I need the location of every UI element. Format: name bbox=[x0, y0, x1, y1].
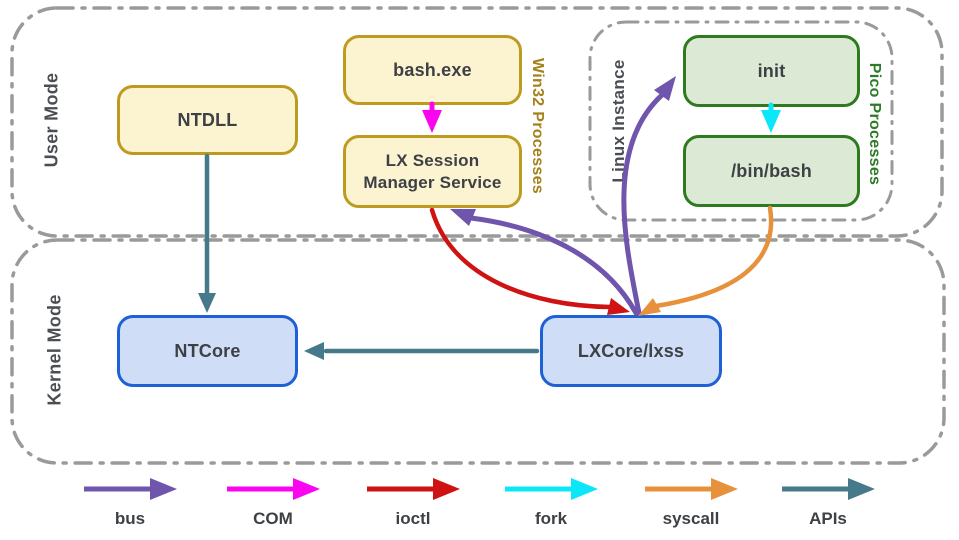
legend-label-ioctl: ioctl bbox=[395, 509, 431, 528]
node-lxcore: LXCore/lxss bbox=[540, 315, 722, 387]
legend-label-syscall: syscall bbox=[662, 509, 720, 528]
legend-label-com: COM bbox=[253, 509, 293, 528]
arrowhead-ioctl-lxcore bbox=[607, 298, 630, 315]
node-ntdll-label: NTDLL bbox=[177, 109, 238, 130]
syscall-arrow-icon bbox=[645, 478, 738, 500]
user-mode-label: User Mode bbox=[41, 72, 62, 168]
arrowhead-bus-lxsms bbox=[450, 209, 476, 226]
edge-ioctl-lxsms-to-lxcore bbox=[429, 207, 613, 310]
arrowhead-syscall-lxcore bbox=[638, 298, 661, 316]
edge-bus-lxcore-to-init bbox=[621, 92, 665, 316]
fork-arrow-icon bbox=[505, 478, 598, 500]
legend-label-bus: bus bbox=[114, 509, 146, 528]
win32-processes-label: Win32 Processes bbox=[529, 58, 546, 194]
ioctl-arrow-icon bbox=[367, 478, 460, 500]
linux-instance-label: Linux Instance bbox=[609, 59, 628, 183]
node-lx-session-manager-label: LX Session Manager Service bbox=[363, 151, 502, 192]
node-lx-session-manager: LX Session Manager Service bbox=[343, 135, 522, 208]
node-bash-exe-label: bash.exe bbox=[393, 59, 472, 80]
legend-item-syscall: syscall bbox=[641, 476, 741, 529]
legend-label-apis: APIs bbox=[809, 509, 847, 528]
pico-processes-label: Pico Processes bbox=[866, 62, 883, 186]
node-init: init bbox=[683, 35, 860, 107]
legend-item-ioctl: ioctl bbox=[363, 476, 463, 529]
edge-bus-lxcore-to-lxsms bbox=[468, 215, 639, 316]
edge-syscall-binbash-to-lxcore bbox=[653, 205, 774, 309]
node-bin-bash: /bin/bash bbox=[683, 135, 860, 207]
legend-item-apis: APIs bbox=[778, 476, 878, 529]
bus-arrow-icon bbox=[84, 478, 177, 500]
node-bin-bash-label: /bin/bash bbox=[731, 160, 812, 181]
node-ntcore: NTCore bbox=[117, 315, 298, 387]
node-lxcore-label: LXCore/lxss bbox=[577, 340, 685, 361]
kernel-mode-label: Kernel Mode bbox=[44, 294, 65, 406]
arrowhead-apis-ntcore-left bbox=[304, 342, 324, 360]
node-ntcore-label: NTCore bbox=[174, 340, 241, 361]
com-arrow-icon bbox=[227, 478, 320, 500]
arrowhead-bus-init bbox=[654, 76, 676, 101]
arrowhead-fork-binbash bbox=[761, 110, 781, 133]
legend-item-bus: bus bbox=[80, 476, 180, 529]
apis-arrow-icon bbox=[782, 478, 875, 500]
node-ntdll: NTDLL bbox=[117, 85, 298, 155]
node-bash-exe: bash.exe bbox=[343, 35, 522, 105]
node-init-label: init bbox=[757, 60, 786, 81]
arrowhead-com-lxsms bbox=[422, 110, 442, 133]
legend-item-fork: fork bbox=[501, 476, 601, 529]
legend-item-com: COM bbox=[223, 476, 323, 529]
arrowhead-apis-ntcore bbox=[198, 293, 216, 313]
legend-label-fork: fork bbox=[534, 509, 568, 528]
